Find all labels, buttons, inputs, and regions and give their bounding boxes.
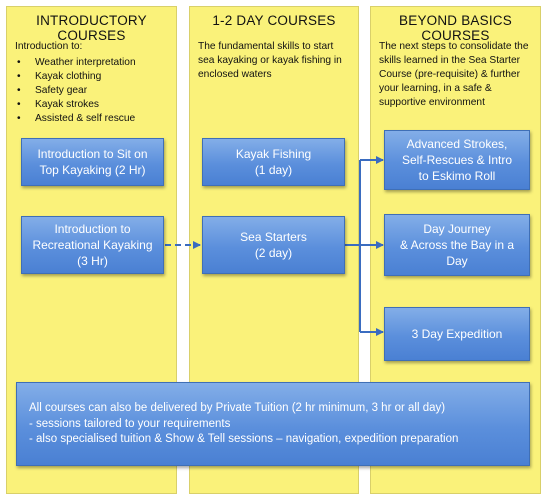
topic-list: Weather interpretation Kayak clothing Sa… xyxy=(15,56,170,126)
topic-item: Kayak clothing xyxy=(15,70,170,84)
topic-item: Assisted & self rescue xyxy=(15,112,170,126)
private-tuition-line: All courses can also be delivered by Pri… xyxy=(29,402,446,414)
column-title-introductory: INTRODUCTORY COURSES xyxy=(36,13,147,43)
topic-item: Kayak strokes xyxy=(15,98,170,112)
course-box-day-journey: Day Journey & Across the Bay in a Day xyxy=(384,214,530,276)
topic-item: Safety gear xyxy=(15,84,170,98)
course-label: Introduction to Sit on Top Kayaking (2 H… xyxy=(37,147,148,177)
course-box-kayak-fishing: Kayak Fishing (1 day) xyxy=(202,138,345,186)
intro-label: Introduction to: xyxy=(15,41,83,52)
course-box-expedition: 3 Day Expedition xyxy=(384,307,530,361)
private-tuition-line: - sessions tailored to your requirements xyxy=(29,417,231,430)
private-tuition-line: - also specialised tuition & Show & Tell… xyxy=(29,433,459,445)
course-label: Kayak Fishing (1 day) xyxy=(235,147,312,177)
column-title-beyond-basics: BEYOND BASICS COURSES xyxy=(399,13,512,43)
course-box-sit-on-top: Introduction to Sit on Top Kayaking (2 H… xyxy=(21,138,164,186)
column-desc-introductory: Introduction to: Weather interpretation … xyxy=(15,40,170,126)
course-label: Day Journey & Across the Bay in a Day xyxy=(399,222,515,268)
course-label: 3 Day Expedition xyxy=(411,327,503,341)
course-box-recreational: Introduction to Recreational Kayaking (3… xyxy=(21,216,164,274)
column-desc-1-2-day: The fundamental skills to start sea kaya… xyxy=(198,41,342,80)
course-label: Introduction to Recreational Kayaking (3… xyxy=(32,222,153,268)
course-box-advanced: Advanced Strokes, Self-Rescues & Intro t… xyxy=(384,130,530,190)
course-label: Advanced Strokes, Self-Rescues & Intro t… xyxy=(401,137,513,183)
topic-item: Weather interpretation xyxy=(15,56,170,70)
private-tuition-box: All courses can also be delivered by Pri… xyxy=(16,382,530,466)
course-box-sea-starters: Sea Starters (2 day) xyxy=(202,216,345,274)
course-label: Sea Starters (2 day) xyxy=(240,230,307,260)
column-desc-beyond-basics: The next steps to consolidate the skills… xyxy=(379,41,529,108)
column-title-1-2-day: 1-2 DAY COURSES xyxy=(212,13,336,28)
